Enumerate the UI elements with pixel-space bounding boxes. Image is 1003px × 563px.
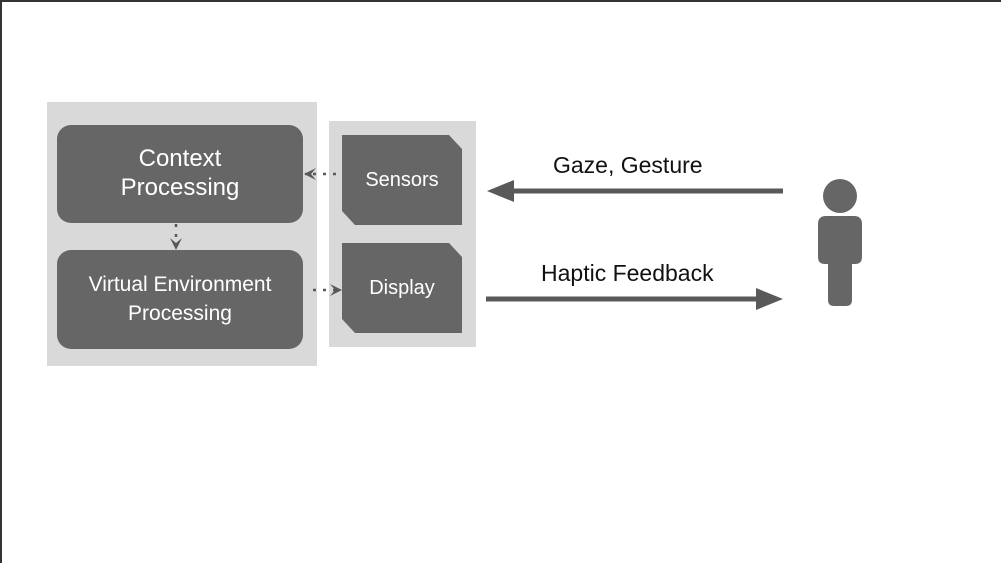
virtual-environment-processing-node (57, 250, 303, 349)
sensors-label: Sensors (365, 169, 439, 191)
gaze-gesture-arrow (487, 180, 783, 202)
display-node (342, 243, 462, 333)
haptic-feedback-arrow (486, 288, 783, 310)
person-icon (818, 179, 862, 306)
display-label: Display (369, 277, 435, 299)
haptic-feedback-label: Haptic Feedback (541, 260, 714, 286)
context-processing-node (57, 125, 303, 223)
sensors-node (342, 135, 462, 225)
gaze-gesture-label: Gaze, Gesture (553, 152, 703, 178)
context-processing-label: Context Processing (120, 145, 240, 201)
virtual-environment-processing-label: Virtual Environment Processing (88, 273, 272, 325)
